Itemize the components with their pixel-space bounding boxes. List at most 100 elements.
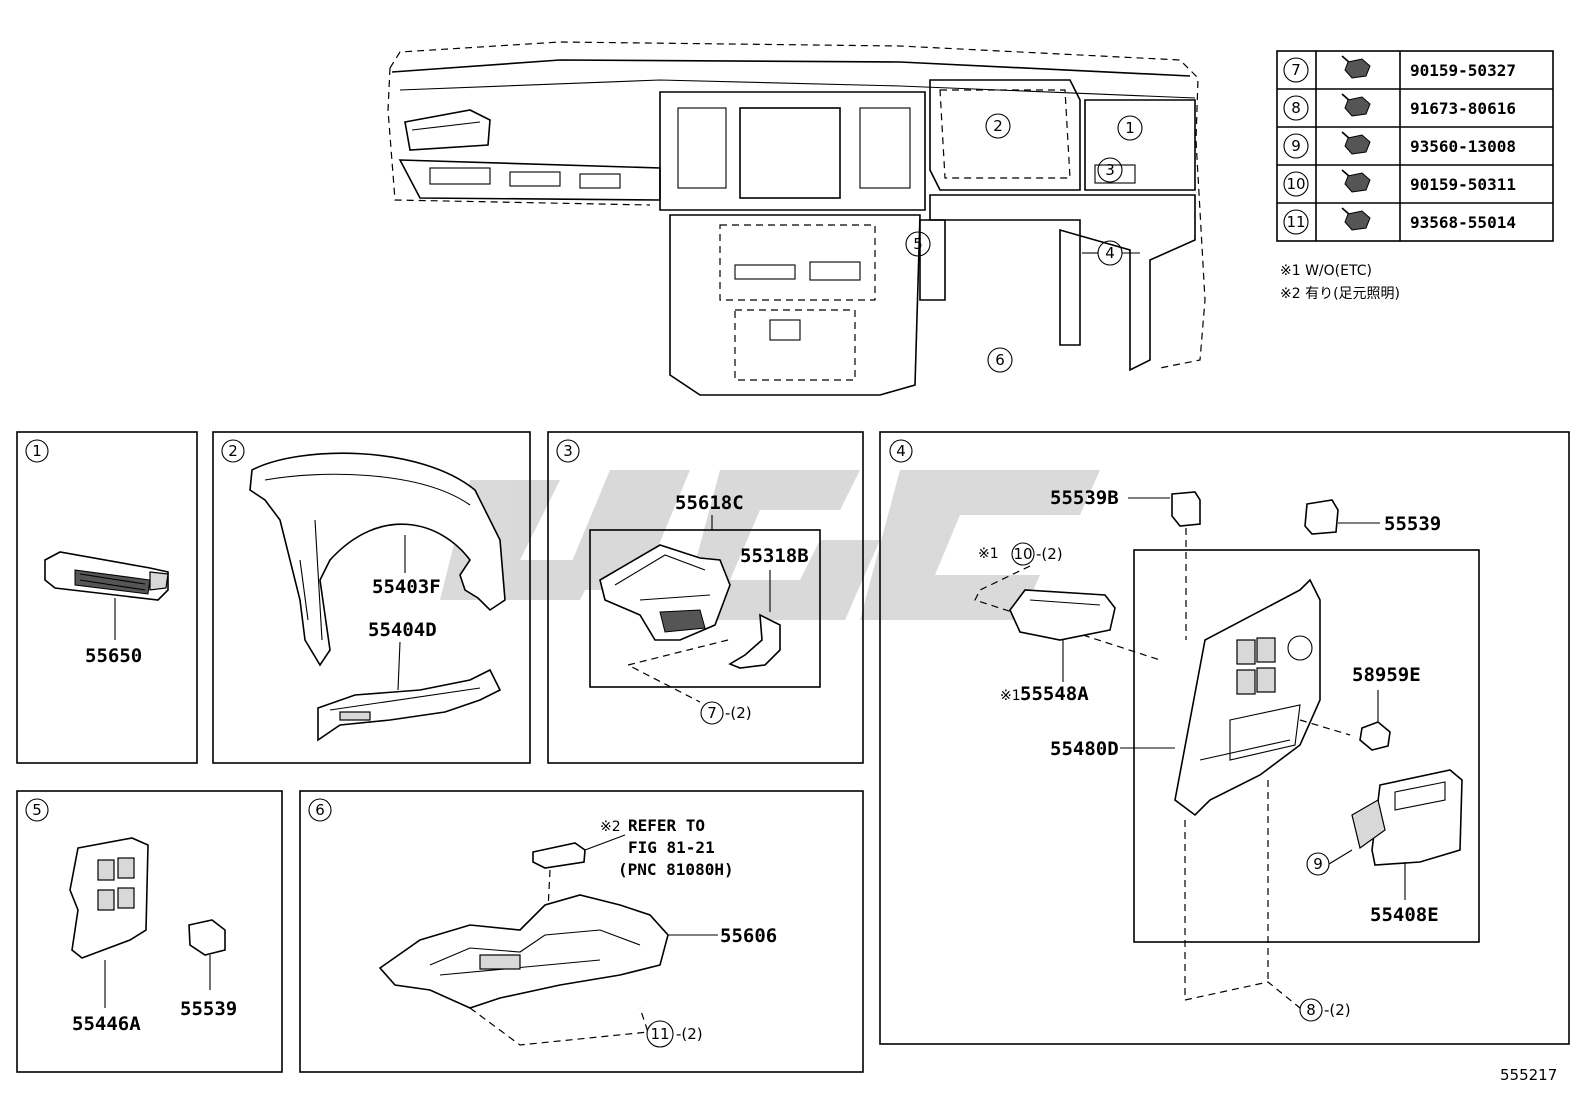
- switch-hole-cover[interactable]: [1304, 499, 1339, 535]
- note-1: ※1 W/O(ETC): [1280, 263, 1372, 279]
- switch-hole-cover-p5[interactable]: [188, 919, 226, 956]
- lower-switch-panel[interactable]: [69, 837, 149, 959]
- screw-icon: [1341, 131, 1371, 155]
- fastener-ref-circle: [1283, 209, 1309, 235]
- clip[interactable]: [1359, 721, 1391, 751]
- side-register-vent[interactable]: [44, 551, 169, 601]
- screw-icon: [1341, 169, 1371, 193]
- cup-holder-assembly[interactable]: [599, 544, 731, 641]
- meter-hood[interactable]: [249, 452, 506, 667]
- panel-6: 6 ※2 REFER TO FIG 81-21 (PNC 81080H) 556…: [299, 790, 864, 1073]
- part-58959E[interactable]: 58959E: [1352, 664, 1421, 686]
- panel-2: 2 55403F 55404D: [212, 431, 531, 764]
- svg-text:1: 1: [32, 442, 42, 460]
- panel-1: 1 55650: [16, 431, 198, 764]
- fastener-part-no[interactable]: 90159-50311: [1410, 175, 1516, 194]
- callout-4[interactable]: 4: [1097, 240, 1123, 266]
- fastener-part-no[interactable]: 93568-55014: [1410, 213, 1516, 232]
- refer-line-1: REFER TO: [628, 816, 705, 835]
- part-55403F[interactable]: 55403F: [372, 576, 441, 598]
- svg-text:4: 4: [1105, 244, 1115, 262]
- fastener-row-11[interactable]: 11 93568-55014: [1283, 207, 1516, 235]
- part-55539B[interactable]: 55539B: [1050, 487, 1119, 509]
- fastener-ref: 10: [1286, 175, 1305, 193]
- svg-text:5: 5: [32, 801, 42, 819]
- callout-3[interactable]: 3: [1097, 157, 1123, 183]
- svg-text:3: 3: [1105, 161, 1115, 179]
- panel-4: 4 55539B 55539 ※1 10 -(2) ※1 55548A: [879, 431, 1570, 1045]
- overview-callouts: 1 2 3 4 5 6: [905, 113, 1143, 373]
- fastener-row-8[interactable]: 8 91673-80616: [1283, 93, 1516, 121]
- refer-line-3: (PNC 81080H): [618, 860, 734, 879]
- screw-icon: [1341, 207, 1371, 231]
- fastener-row-9[interactable]: 9 93560-13008: [1283, 131, 1516, 159]
- part-55606[interactable]: 55606: [720, 925, 777, 947]
- svg-text:-(2): -(2): [725, 704, 752, 722]
- note-2: ※2 有り(足元照明): [1280, 286, 1400, 302]
- fastener-part-no[interactable]: 93560-13008: [1410, 137, 1516, 156]
- svg-text:7: 7: [707, 704, 717, 722]
- fastener-row-7[interactable]: 7 90159-50327: [1283, 55, 1516, 83]
- fastener-ref-circle: [1283, 171, 1309, 197]
- svg-text:6: 6: [315, 801, 325, 819]
- panel-5: 5 55446A 55539: [16, 790, 283, 1073]
- etc-cover[interactable]: [1009, 589, 1116, 641]
- fastener-part-no[interactable]: 90159-50327: [1410, 61, 1516, 80]
- lower-finish-panel[interactable]: [378, 894, 669, 1009]
- part-55618C[interactable]: 55618C: [675, 492, 744, 514]
- part-55548A[interactable]: 55548A: [1020, 683, 1089, 705]
- svg-text:1: 1: [1125, 119, 1135, 137]
- part-55539-p5[interactable]: 55539: [180, 998, 237, 1020]
- part-55446A[interactable]: 55446A: [72, 1013, 141, 1035]
- svg-text:※1: ※1: [1000, 688, 1021, 704]
- trim-bracket[interactable]: [728, 613, 781, 669]
- svg-text:8: 8: [1306, 1001, 1316, 1019]
- refer-line-2: FIG 81-21: [628, 838, 715, 857]
- svg-text:2: 2: [228, 442, 238, 460]
- fastener-table: [1276, 50, 1554, 242]
- part-55318B[interactable]: 55318B: [740, 545, 809, 567]
- callout-6[interactable]: 6: [987, 347, 1013, 373]
- svg-text:10: 10: [1013, 545, 1032, 563]
- screw-icon: [1341, 55, 1371, 79]
- fastener-ref: 9: [1291, 137, 1301, 155]
- dashboard-overview: [387, 41, 1206, 396]
- svg-text:-(2): -(2): [1324, 1001, 1351, 1019]
- fastener-part-no[interactable]: 91673-80616: [1410, 99, 1516, 118]
- fastener-ref: 8: [1291, 99, 1301, 117]
- screw-icon: [1341, 93, 1371, 117]
- part-55539-p4[interactable]: 55539: [1384, 513, 1441, 535]
- svg-text:9: 9: [1313, 855, 1323, 873]
- part-55650[interactable]: 55650: [85, 645, 142, 667]
- svg-text:5: 5: [913, 235, 923, 253]
- callout-1[interactable]: 1: [1117, 115, 1143, 141]
- svg-text:2: 2: [993, 117, 1003, 135]
- svg-text:11: 11: [650, 1025, 669, 1043]
- lower-center-panel[interactable]: [1174, 578, 1321, 817]
- fastener-ref: 7: [1291, 61, 1301, 79]
- svg-text:-(2): -(2): [676, 1025, 703, 1043]
- svg-text:4: 4: [896, 442, 906, 460]
- callout-5[interactable]: 5: [905, 231, 931, 257]
- fastener-ref-circle: [1283, 57, 1309, 83]
- part-55404D[interactable]: 55404D: [368, 619, 437, 641]
- fastener-ref-circle: [1283, 95, 1309, 121]
- part-55408E[interactable]: 55408E: [1370, 904, 1439, 926]
- lower-panel-garnish[interactable]: [317, 668, 502, 742]
- svg-text:6: 6: [995, 351, 1005, 369]
- coin-box-door[interactable]: [1351, 769, 1463, 866]
- panel-3: 3 55618C 55318B 7 -(2): [547, 431, 864, 764]
- svg-text:※2: ※2: [600, 819, 621, 835]
- figure-code: 555217: [1500, 1066, 1557, 1084]
- foot-light-lamp[interactable]: [532, 842, 586, 869]
- fastener-ref: 11: [1286, 213, 1305, 231]
- fastener-ref-circle: [1283, 133, 1309, 159]
- svg-text:※1: ※1: [978, 546, 999, 562]
- svg-text:3: 3: [563, 442, 573, 460]
- callout-2[interactable]: 2: [985, 113, 1011, 139]
- fastener-row-10[interactable]: 10 90159-50311: [1283, 169, 1516, 197]
- svg-text:-(2): -(2): [1036, 545, 1063, 563]
- switch-hole-cover-b[interactable]: [1171, 491, 1201, 527]
- part-55480D[interactable]: 55480D: [1050, 738, 1119, 760]
